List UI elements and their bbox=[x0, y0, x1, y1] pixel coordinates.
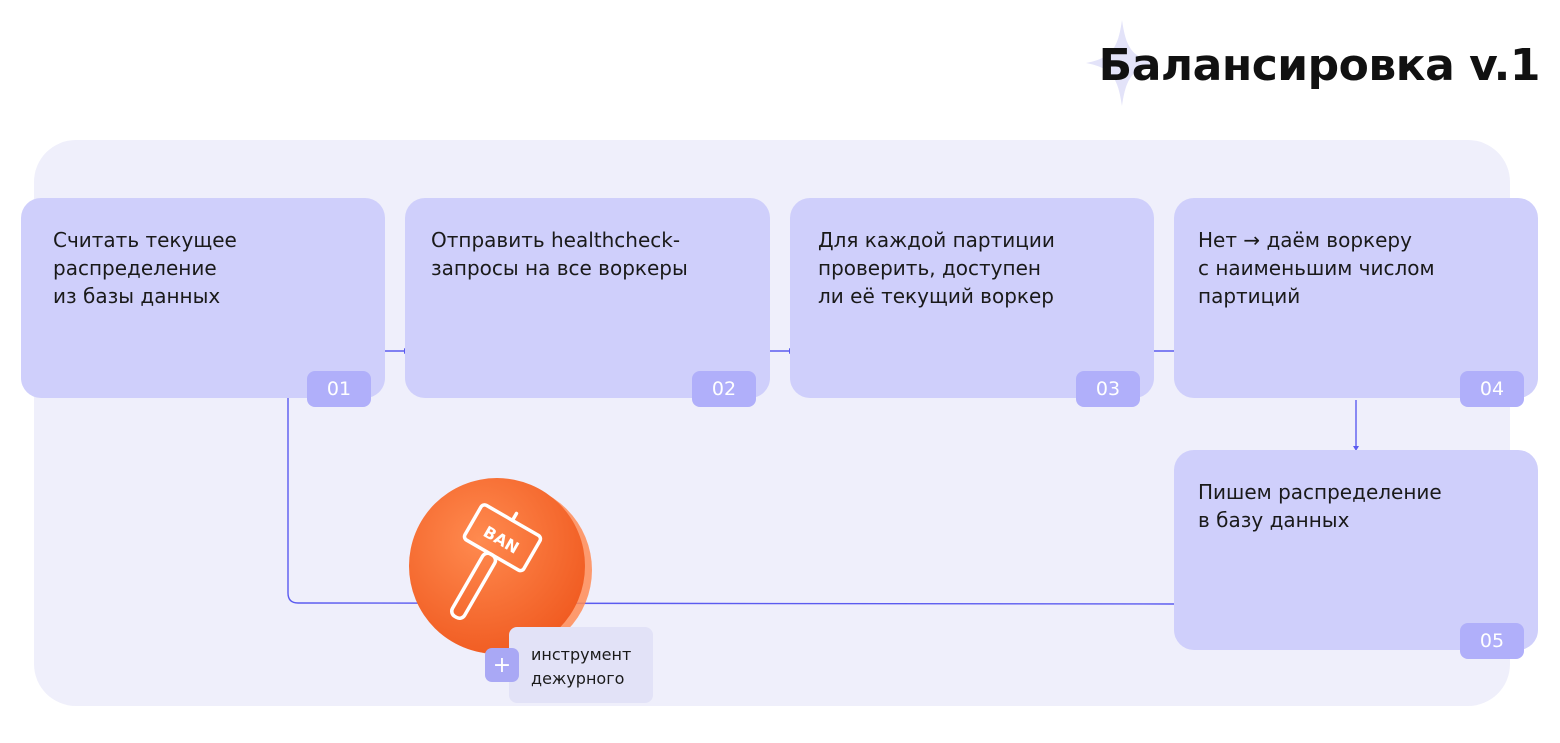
step-card-05: Пишем распределение в базу данных 05 bbox=[1174, 450, 1538, 659]
step-text: Для каждой партиции проверить, доступен … bbox=[818, 228, 1055, 308]
duty-tool-label: инструмент дежурного bbox=[509, 627, 653, 703]
step-text: Пишем распределение в базу данных bbox=[1198, 480, 1442, 532]
sparkle-icon bbox=[1086, 20, 1158, 106]
title-area: Балансировка v.1 bbox=[1080, 18, 1541, 108]
step-text: Считать текущее распределение из базы да… bbox=[53, 228, 237, 308]
step-number-badge: 02 bbox=[692, 371, 756, 407]
step-text: Отправить healthcheck- запросы на все во… bbox=[431, 228, 688, 280]
step-number-badge: 05 bbox=[1460, 623, 1524, 659]
step-card-04: Нет → даём воркеру с наименьшим числом п… bbox=[1174, 198, 1538, 407]
step-number-badge: 01 bbox=[307, 371, 371, 407]
step-number-badge: 03 bbox=[1076, 371, 1140, 407]
plus-icon[interactable]: + bbox=[485, 648, 519, 682]
step-text: Нет → даём воркеру с наименьшим числом п… bbox=[1198, 228, 1435, 308]
step-number-badge: 04 bbox=[1460, 371, 1524, 407]
arrow-04-05 bbox=[1353, 400, 1359, 451]
step-card-02: Отправить healthcheck- запросы на все во… bbox=[405, 198, 770, 407]
page-title: Балансировка v.1 bbox=[1098, 40, 1541, 91]
step-card-03: Для каждой партиции проверить, доступен … bbox=[790, 198, 1154, 407]
ban-hammer-icon: BAN bbox=[409, 478, 592, 656]
step-card-01: Считать текущее распределение из базы да… bbox=[21, 198, 385, 407]
